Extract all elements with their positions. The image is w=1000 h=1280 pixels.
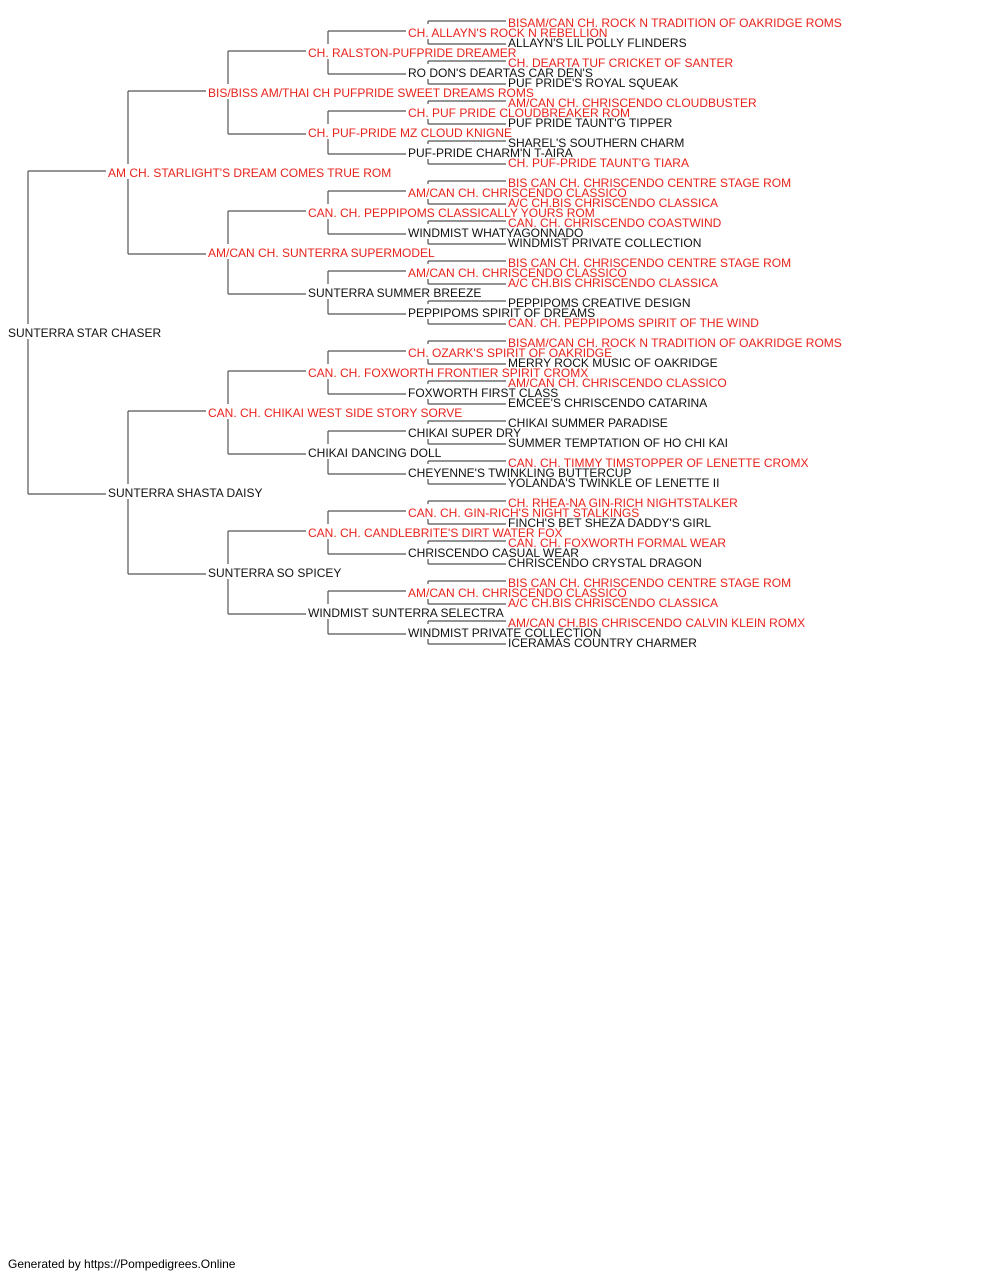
ancestor-name-gen2: SUNTERRA SO SPICEY [208,566,341,580]
ancestor-name-gen4: WINDMIST WHATYAGONNADO [408,226,583,240]
ancestor-name-gen5: WINDMIST PRIVATE COLLECTION [508,236,701,250]
ancestor-name-gen4: CHIKAI SUPER DRY [408,426,521,440]
ancestor-name-gen3: CH. RALSTON-PUFPRIDE DREAMER [308,46,517,60]
ancestor-name-gen3: WINDMIST SUNTERRA SELECTRA [308,606,504,620]
ancestor-name-gen4: CHEYENNE'S TWINKLING BUTTERCUP [408,466,631,480]
ancestor-name-gen5: CAN. CH. TIMMY TIMSTOPPER OF LENETTE CRO… [508,456,808,470]
ancestor-name-gen4: FOXWORTH FIRST CLASS [408,386,558,400]
ancestor-name-gen5: A/C CH.BIS CHRISCENDO CLASSICA [508,196,718,210]
ancestor-name-gen4: AM/CAN CH. CHRISCENDO CLASSICO [408,586,627,600]
ancestor-name-gen5: CH. DEARTA TUF CRICKET OF SANTER [508,56,733,70]
ancestor-name-gen4: CH. PUF PRIDE CLOUDBREAKER ROM [408,106,630,120]
ancestor-name-gen3: CHIKAI DANCING DOLL [308,446,442,460]
ancestor-name-gen4: CH. ALLAYN'S ROCK N REBELLION [408,26,607,40]
ancestor-name-gen5: CAN. CH. CHRISCENDO COASTWIND [508,216,722,230]
generated-by-footer: Generated by https://Pompedigrees.Online [8,1257,236,1271]
ancestor-name-gen3: CAN. CH. PEPPIPOMS CLASSICALLY YOURS ROM [308,206,595,220]
ancestor-name-gen3: CH. PUF-PRIDE MZ CLOUD KNIGNE [308,126,512,140]
ancestor-name-gen5: SUMMER TEMPTATION OF HO CHI KAI [508,436,728,450]
ancestor-name-gen4: PUF-PRIDE CHARM'N T-AIRA [408,146,573,160]
ancestor-name-gen4: WINDMIST PRIVATE COLLECTION [408,626,601,640]
ancestor-name-gen5: EMCEE'S CHRISCENDO CATARINA [508,396,707,410]
ancestor-name-gen5: MERRY ROCK MUSIC OF OAKRIDGE [508,356,718,370]
ancestor-name-gen5: BIS CAN CH. CHRISCENDO CENTRE STAGE ROM [508,256,791,270]
ancestor-name-gen5: A/C CH.BIS CHRISCENDO CLASSICA [508,596,718,610]
ancestor-name-gen5: AM/CAN CH. CHRISCENDO CLOUDBUSTER [508,96,757,110]
ancestor-name-gen2: CAN. CH. CHIKAI WEST SIDE STORY SORVE [208,406,462,420]
ancestor-name-gen5: BIS CAN CH. CHRISCENDO CENTRE STAGE ROM [508,176,791,190]
ancestor-name-gen5: SHAREL'S SOUTHERN CHARM [508,136,684,150]
ancestor-name-gen5: AM/CAN CH.BIS CHRISCENDO CALVIN KLEIN RO… [508,616,805,630]
ancestor-name-gen5: CH. PUF-PRIDE TAUNT'G TIARA [508,156,689,170]
ancestor-name-gen5: BISAM/CAN CH. ROCK N TRADITION OF OAKRID… [508,336,842,350]
ancestor-name-gen3: CAN. CH. FOXWORTH FRONTIER SPIRIT CROMX [308,366,588,380]
ancestor-name-gen4: RO DON'S DEARTAS CAR DEN'S [408,66,593,80]
ancestor-name-gen5: BISAM/CAN CH. ROCK N TRADITION OF OAKRID… [508,16,842,30]
ancestor-name-gen5: A/C CH.BIS CHRISCENDO CLASSICA [508,276,718,290]
ancestor-name-gen5: PEPPIPOMS CREATIVE DESIGN [508,296,690,310]
ancestor-name-gen4: AM/CAN CH. CHRISCENDO CLASSICO [408,266,627,280]
ancestor-name-gen5: AM/CAN CH. CHRISCENDO CLASSICO [508,376,727,390]
ancestor-name-gen4: CHRISCENDO CASUAL WEAR [408,546,579,560]
ancestor-name-gen4: PEPPIPOMS SPIRIT OF DREAMS [408,306,595,320]
ancestor-name-gen5: CH. RHEA-NA GIN-RICH NIGHTSTALKER [508,496,738,510]
ancestor-name-gen2: AM/CAN CH. SUNTERRA SUPERMODEL [208,246,435,260]
ancestor-name-gen5: YOLANDA'S TWINKLE OF LENETTE II [508,476,719,490]
ancestor-name-gen1: AM CH. STARLIGHT'S DREAM COMES TRUE ROM [108,166,391,180]
ancestor-name-gen2: BIS/BISS AM/THAI CH PUFPRIDE SWEET DREAM… [208,86,534,100]
ancestor-name-gen5: CAN. CH. FOXWORTH FORMAL WEAR [508,536,726,550]
ancestor-name-gen5: PUF PRIDE TAUNT'G TIPPER [508,116,673,130]
ancestor-name-gen3: SUNTERRA SUMMER BREEZE [308,286,481,300]
ancestor-name-gen1: SUNTERRA SHASTA DAISY [108,486,262,500]
ancestor-name-gen5: CAN. CH. PEPPIPOMS SPIRIT OF THE WIND [508,316,759,330]
ancestor-name-gen4: CH. OZARK'S SPIRIT OF OAKRIDGE [408,346,612,360]
ancestor-name-gen4: AM/CAN CH. CHRISCENDO CLASSICO [408,186,627,200]
ancestor-name-gen5: PUF PRIDE'S ROYAL SQUEAK [508,76,678,90]
ancestor-name-gen5: CHIKAI SUMMER PARADISE [508,416,668,430]
ancestor-name-gen5: FINCH'S BET SHEZA DADDY'S GIRL [508,516,711,530]
ancestor-name-gen5: ICERAMAS COUNTRY CHARMER [508,636,697,650]
ancestor-name-gen4: CAN. CH. GIN-RICH'S NIGHT STALKINGS [408,506,639,520]
ancestor-name-gen5: ALLAYN'S LIL POLLY FLINDERS [508,36,687,50]
ancestor-name-gen5: CHRISCENDO CRYSTAL DRAGON [508,556,702,570]
ancestor-name-gen0: SUNTERRA STAR CHASER [8,326,161,340]
ancestor-name-gen3: CAN. CH. CANDLEBRITE'S DIRT WATER FOX [308,526,563,540]
ancestor-name-gen5: BIS CAN CH. CHRISCENDO CENTRE STAGE ROM [508,576,791,590]
